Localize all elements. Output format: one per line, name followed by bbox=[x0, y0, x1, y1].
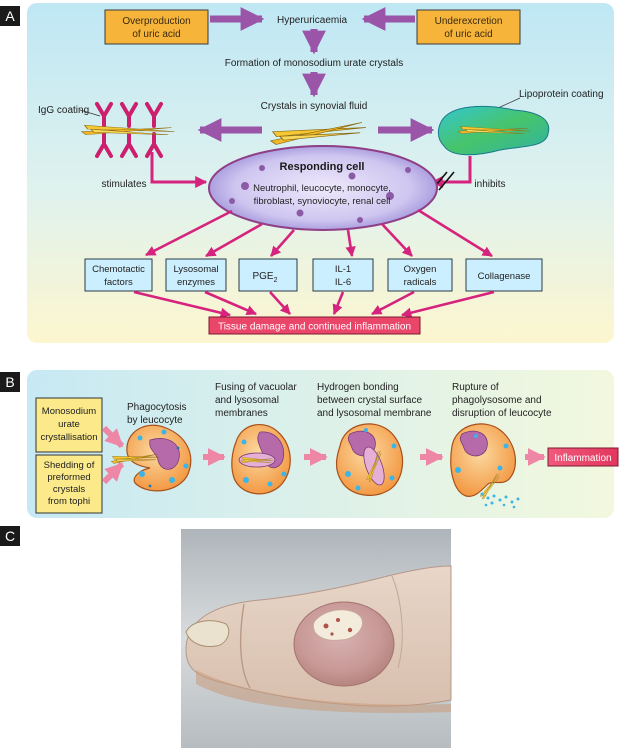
gouty-tophus-photo bbox=[181, 529, 452, 748]
step-4-line-3: disruption of leucocyte bbox=[452, 408, 552, 419]
input-shedding-line-2: preformed bbox=[47, 472, 90, 483]
formation-label: Formation of monosodium urate crystals bbox=[225, 58, 403, 69]
toe-underside-shadow bbox=[196, 670, 451, 713]
mediator-il-line-1: IL-1 bbox=[335, 264, 351, 275]
step-3-line-3: and lysosomal membrane bbox=[317, 408, 432, 419]
input-shedding-line-4: from tophi bbox=[48, 496, 90, 507]
cell-rupture-icon bbox=[450, 423, 520, 509]
mediator-oxygen-line-1: Oxygen bbox=[404, 264, 437, 275]
arrow-shedding-to-cell bbox=[101, 461, 125, 485]
tophus-ulcer-spots bbox=[323, 618, 353, 636]
mediator-oxygen-line-2: radicals bbox=[404, 277, 437, 288]
inflammation-box bbox=[547, 447, 619, 467]
underexcretion-line-2: of uric acid bbox=[444, 29, 492, 40]
tissue-damage-box bbox=[208, 316, 421, 335]
mediator-chemotactic-box: Chemotactic factors bbox=[84, 258, 153, 292]
tophus-chalky-deposit bbox=[312, 609, 363, 641]
stimulates-label: stimulates bbox=[101, 179, 146, 190]
step-3-line-2: between crystal surface bbox=[317, 395, 422, 406]
overproduction-box bbox=[104, 9, 209, 45]
responding-cell-granules bbox=[229, 165, 411, 223]
panel-b-label-box bbox=[0, 372, 20, 392]
input-crystallisation-line-2: urate bbox=[58, 419, 80, 430]
step-1-line-1: Phagocytosis bbox=[127, 402, 186, 413]
inflammation-label: Inflammation bbox=[554, 453, 611, 464]
step-4-line-2: phagolysosome and bbox=[452, 395, 542, 406]
panel-c: C bbox=[0, 526, 452, 748]
step-4-line-1: Rupture of bbox=[452, 382, 499, 393]
igg-pointer-line bbox=[79, 109, 101, 117]
mediator-il-box: IL-1 IL-6 bbox=[312, 258, 374, 292]
tissue-damage-arrows bbox=[133, 290, 495, 318]
panel-a-label: A bbox=[5, 8, 15, 24]
mediator-oxygen-box: Oxygen radicals bbox=[387, 258, 453, 292]
step-2-line-1: Fusing of vacuolar bbox=[215, 382, 297, 393]
lipoprotein-pointer-line bbox=[497, 97, 521, 109]
inhibit-bar-2 bbox=[438, 171, 455, 191]
responding-cell-line-2: fibroblast, synoviocyte, renal cell bbox=[254, 196, 391, 207]
igg-coating-label: IgG coating bbox=[38, 105, 89, 116]
panel-a-label-box bbox=[0, 6, 20, 26]
cell-fusing-icon bbox=[231, 424, 291, 495]
responding-cell-title: Responding cell bbox=[280, 161, 365, 173]
panel-a: A Overproduction of uric acid Underexcre… bbox=[0, 3, 614, 343]
mediator-pge2-label: PGE2 bbox=[252, 271, 277, 284]
responding-cell-line-1: Neutrophil, leucocyte, monocyte, bbox=[253, 183, 391, 194]
underexcretion-box bbox=[416, 9, 521, 45]
toe-crease-1 bbox=[239, 603, 251, 689]
panel-c-label-box bbox=[0, 526, 20, 546]
input-crystallisation-line-3: crystallisation bbox=[40, 432, 97, 443]
step-2-line-3: membranes bbox=[215, 408, 268, 419]
cell-phagocytosis-icon bbox=[110, 424, 192, 492]
overproduction-line-1: Overproduction bbox=[122, 16, 190, 27]
step-1-line-2: by leucocyte bbox=[127, 415, 183, 426]
inhibits-label: inhibits bbox=[474, 179, 505, 190]
arrow-crystallisation-to-cell bbox=[101, 425, 125, 449]
underexcretion-line-1: Underexcretion bbox=[435, 16, 503, 27]
step-2-line-2: and lysosomal bbox=[215, 395, 279, 406]
mediator-collagenase-box: Collagenase bbox=[465, 258, 543, 292]
mediator-il-line-2: IL-6 bbox=[335, 277, 351, 288]
panel-c-label: C bbox=[5, 528, 15, 544]
responding-cell-ellipse bbox=[208, 145, 438, 231]
input-shedding-line-1: Shedding of bbox=[44, 460, 95, 471]
mediator-lysosomal-line-1: Lysosomal bbox=[173, 264, 218, 275]
mediator-arrows bbox=[145, 208, 493, 258]
panel-b-label: B bbox=[5, 374, 14, 390]
overproduction-line-2: of uric acid bbox=[132, 29, 180, 40]
mediator-collagenase-label: Collagenase bbox=[478, 271, 531, 282]
crystals-synovial-label: Crystals in synovial fluid bbox=[261, 101, 368, 112]
hyperuricaemia-label: Hyperuricaemia bbox=[277, 15, 347, 26]
panel-b: B Monosodium urate crystallisation Shedd… bbox=[0, 370, 619, 518]
toenail-shape bbox=[185, 620, 230, 647]
igg-antibody-crystal-icon bbox=[95, 102, 163, 158]
mediator-lysosomal-line-2: enzymes bbox=[177, 277, 215, 288]
arrow-stimulates bbox=[150, 152, 208, 188]
cell-hydrogen-bonding-icon bbox=[335, 423, 404, 496]
lipoprotein-coating-label: Lipoprotein coating bbox=[519, 89, 604, 100]
mediator-chemotactic-line-1: Chemotactic bbox=[92, 264, 145, 275]
tissue-damage-label: Tissue damage and continued inflammation bbox=[218, 322, 411, 333]
mediator-lysosomal-box: Lysosomal enzymes bbox=[165, 258, 227, 292]
input-shedding-line-3: crystals bbox=[53, 484, 85, 495]
mediator-pge2-box: PGE2 bbox=[238, 258, 298, 292]
toe-crease-2 bbox=[391, 575, 403, 669]
mediator-chemotactic-line-2: factors bbox=[104, 277, 133, 288]
step-3-line-1: Hydrogen bonding bbox=[317, 382, 399, 393]
input-crystallisation-line-1: Monosodium bbox=[42, 406, 96, 417]
input-crystallisation-box bbox=[35, 397, 103, 453]
input-shedding-box bbox=[35, 454, 103, 514]
